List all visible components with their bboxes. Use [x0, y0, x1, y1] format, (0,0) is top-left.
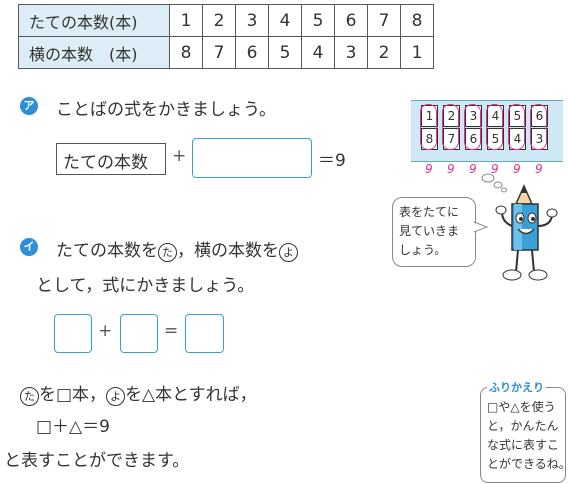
explanation-line3: と表すことができます。: [4, 451, 190, 471]
pencil-mascot-icon: [495, 184, 558, 281]
table-cell: 6: [334, 4, 368, 37]
review-note-title: ふりかえり: [487, 379, 546, 395]
ta-symbol: た: [20, 387, 39, 406]
pink-column-highlight: [530, 104, 547, 150]
table-cell: 2: [367, 36, 401, 69]
explanation-line1: たを□本，よを△本とすれば，: [20, 380, 257, 406]
explanation-text-a: を□本，: [39, 385, 107, 405]
plus-sign: +: [98, 321, 113, 341]
equals-sign: =: [164, 321, 179, 341]
review-note-box: ふりかえり □や△を使う と，かんたん な式に表すこ とができるね。: [480, 379, 568, 483]
review-note-line: □や△を使う: [487, 400, 556, 414]
pencil-count-table: たての本数(本) 1 2 3 4 5 6 7 8 横の本数 (本) 8 7 6 …: [18, 4, 434, 69]
yo-symbol: よ: [279, 243, 298, 262]
pink-column-highlight: [508, 104, 525, 150]
bubble-line: 見ていきま: [399, 224, 460, 238]
column-sum: 9: [513, 162, 521, 176]
answer-box-3[interactable]: [185, 314, 224, 353]
ta-symbol: た: [158, 243, 177, 262]
answer-box-word-formula[interactable]: [192, 138, 312, 178]
table-cell: 3: [334, 36, 368, 69]
table-cell: 4: [301, 36, 335, 69]
row-header-horizontal: 横の本数 (本): [18, 36, 170, 69]
table-cell: 1: [169, 4, 203, 37]
table-cell: 3: [235, 4, 269, 37]
vertical-count-label: たての本数: [63, 153, 148, 173]
problem-i-marker: イ: [20, 238, 38, 256]
column-sum: 9: [447, 162, 455, 176]
yo-symbol: よ: [106, 387, 126, 406]
problem-a-marker: ア: [20, 97, 38, 115]
row-header-vertical: たての本数(本): [18, 4, 170, 37]
problem-a-text: ことばの式をかきましょう。: [56, 100, 276, 120]
pink-column-highlight: [486, 104, 503, 150]
explanation-text-b: を△本とすれば，: [125, 385, 257, 405]
vertical-count-label-box: たての本数: [56, 143, 166, 175]
column-sum: 9: [491, 162, 499, 176]
table-cell: 2: [202, 4, 236, 37]
column-sum: 9: [469, 162, 477, 176]
plus-sign: +: [172, 146, 187, 166]
table-cell: 7: [367, 4, 401, 37]
table-cell: 6: [235, 36, 269, 69]
table-cell: 8: [169, 36, 203, 69]
bubble-line: しょう。: [399, 243, 447, 257]
table-cell: 4: [268, 4, 302, 37]
speech-bubble: 表をたてに 見ていきま しょう。: [392, 197, 476, 267]
problem-i-line2: として，式にかきましょう。: [36, 276, 255, 296]
column-sum: 9: [535, 162, 543, 176]
equals-nine: ＝9: [318, 151, 346, 171]
thought-dots-icon: [481, 173, 507, 193]
table-row: 横の本数 (本) 8 7 6 5 4 3 2 1: [18, 36, 434, 69]
bubble-line: 表をたてに: [399, 205, 460, 219]
table-cell: 5: [268, 36, 302, 69]
table-cell: 8: [400, 4, 434, 37]
problem-i-text-a: たての本数を: [56, 241, 158, 261]
answer-box-2[interactable]: [120, 314, 158, 353]
table-row: たての本数(本) 1 2 3 4 5 6 7 8: [18, 4, 434, 37]
mini-table-illustration: 1 2 3 4 5 6 8 7 6 5 4 3: [411, 100, 563, 162]
pink-column-highlight: [464, 104, 481, 150]
column-sum: 9: [425, 162, 433, 176]
answer-box-1[interactable]: [54, 314, 92, 353]
review-note-line: な式に表すこ: [487, 438, 560, 452]
problem-i-line1: たての本数をた，横の本数をよ: [56, 236, 298, 262]
problem-i-text-b: ，横の本数を: [177, 241, 279, 261]
review-note-text: □や△を使う と，かんたん な式に表すこ とができるね。: [487, 398, 568, 474]
table-cell: 7: [202, 36, 236, 69]
pink-column-highlight: [442, 104, 459, 150]
pink-column-highlight: [420, 104, 437, 150]
table-cell: 5: [301, 4, 335, 37]
review-note-line: とができるね。: [487, 457, 568, 471]
table-cell: 1: [400, 36, 434, 69]
bubble-tail-icon: [474, 221, 488, 233]
review-note-line: と，かんたん: [487, 419, 559, 433]
explanation-formula: □＋△＝9: [36, 417, 110, 437]
